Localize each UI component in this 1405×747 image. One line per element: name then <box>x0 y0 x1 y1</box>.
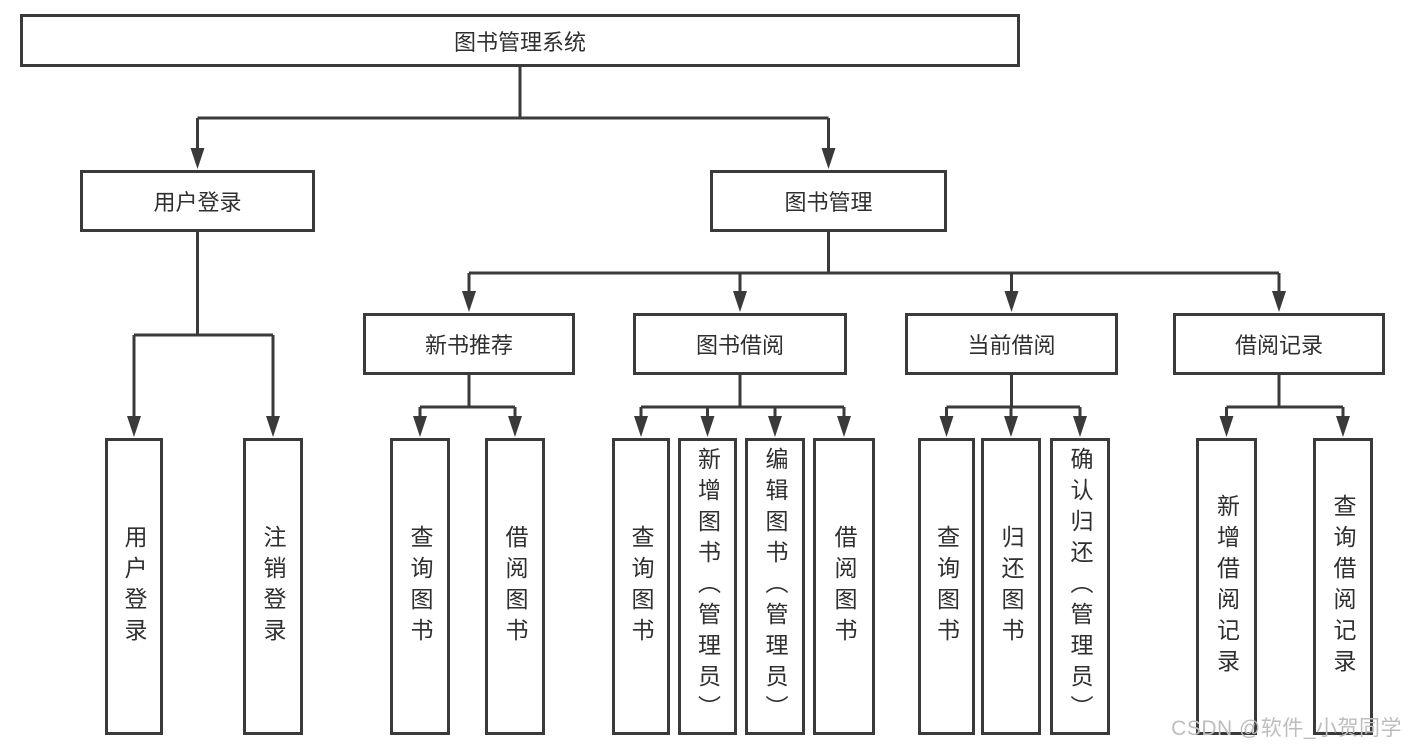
leaf-records-query-record: 查询借阅记录 <box>1313 438 1373 735</box>
node-user-login: 用户登录 <box>80 170 315 232</box>
csdn-watermark: CSDN @软件_小贺同学 <box>1171 717 1402 740</box>
leaf-newbook-borrow-books: 借阅图书 <box>485 438 545 735</box>
leaf-logout: 注销登录 <box>243 438 303 735</box>
leaf-current-return-books: 归还图书 <box>981 438 1041 735</box>
node-current-borrowing: 当前借阅 <box>905 313 1118 375</box>
node-borrowing-records: 借阅记录 <box>1173 313 1385 375</box>
node-book-management: 图书管理 <box>710 170 947 232</box>
leaf-records-add-record: 新增借阅记录 <box>1196 438 1257 735</box>
node-library-system: 图书管理系统 <box>20 14 1020 67</box>
leaf-borrow-query-books: 查询图书 <box>612 438 670 735</box>
arrowheads <box>127 148 1350 437</box>
leaf-borrow-add-books-admin: 新增图书（管理员） <box>678 438 737 735</box>
leaf-current-confirm-return-admin: 确认归还（管理员） <box>1050 438 1110 735</box>
node-new-book-recommend: 新书推荐 <box>363 313 575 375</box>
leaf-borrow-borrow-books: 借阅图书 <box>813 438 875 735</box>
leaf-user-login: 用户登录 <box>105 438 163 735</box>
node-book-borrowing: 图书借阅 <box>633 313 847 375</box>
leaf-newbook-query-books: 查询图书 <box>390 438 450 735</box>
leaf-borrow-edit-books-admin: 编辑图书（管理员） <box>745 438 805 735</box>
leaf-current-query-books: 查询图书 <box>918 438 975 735</box>
